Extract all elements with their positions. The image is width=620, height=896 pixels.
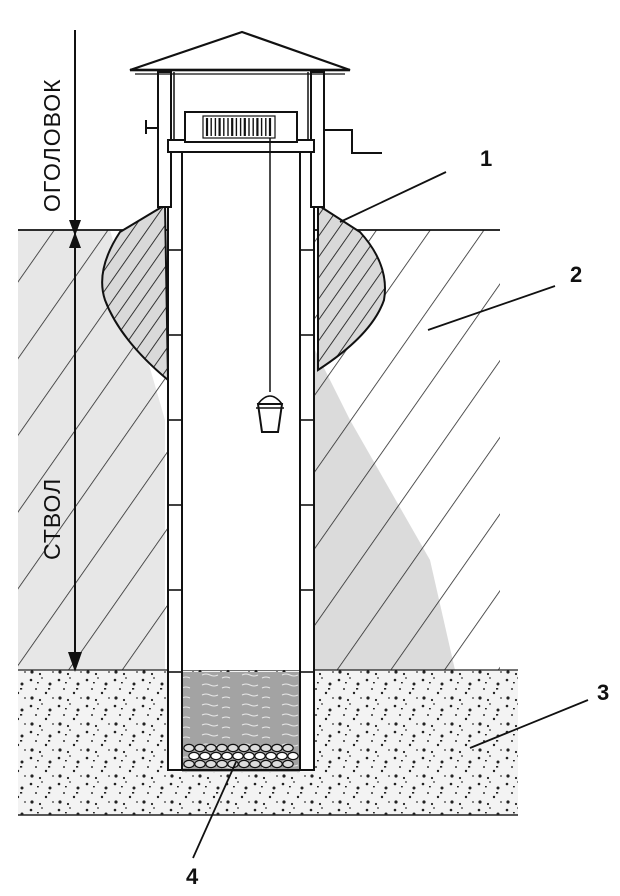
gravel-stone (265, 751, 277, 761)
gravel-stone (183, 759, 195, 769)
gravel-stone (271, 759, 283, 769)
shaft-walls (167, 149, 315, 771)
gravel-stone (249, 759, 261, 769)
leader-lines (192, 171, 589, 859)
gravel-stone (238, 759, 250, 769)
shaft-label: СТВОЛ (39, 478, 65, 560)
gravel-stone (238, 743, 250, 753)
callout-3: 3 (597, 680, 609, 705)
gravel-stone (205, 759, 217, 769)
gravel-stone (194, 759, 206, 769)
roof (129, 30, 351, 75)
callout-4: 4 (186, 864, 199, 889)
gravel-stone (199, 751, 211, 761)
gravel-stone (271, 743, 283, 753)
bucket-rope (257, 138, 283, 405)
headpiece-label: ОГОЛОВОК (39, 78, 65, 212)
gravel-stone (227, 743, 239, 753)
gravel-stone (282, 743, 294, 753)
gravel-stone (260, 759, 272, 769)
gravel-stone (249, 743, 261, 753)
bucket-icon (256, 403, 284, 433)
gravel-stone (243, 751, 255, 761)
dimension-arrow (68, 30, 82, 672)
winch (145, 111, 382, 154)
callout-2: 2 (570, 262, 582, 287)
gravel-stone (188, 751, 200, 761)
gravel-stone (216, 759, 228, 769)
gravel-stone (205, 743, 217, 753)
clay-lock (101, 203, 386, 383)
gravel-stone (194, 743, 206, 753)
gravel-stone (210, 751, 222, 761)
gravel-stone (232, 751, 244, 761)
gravel-stone (183, 743, 195, 753)
gravel-stone (216, 743, 228, 753)
callout-1: 1 (480, 146, 492, 171)
gravel-stone (260, 743, 272, 753)
gravel-stone (282, 759, 294, 769)
shaft-interior (182, 160, 300, 670)
gravel-stone (254, 751, 266, 761)
gravel-stone (276, 751, 288, 761)
rope-coil (205, 118, 272, 136)
gravel-stone (287, 751, 299, 761)
gravel-stone (221, 751, 233, 761)
gravel-filter (183, 743, 299, 769)
